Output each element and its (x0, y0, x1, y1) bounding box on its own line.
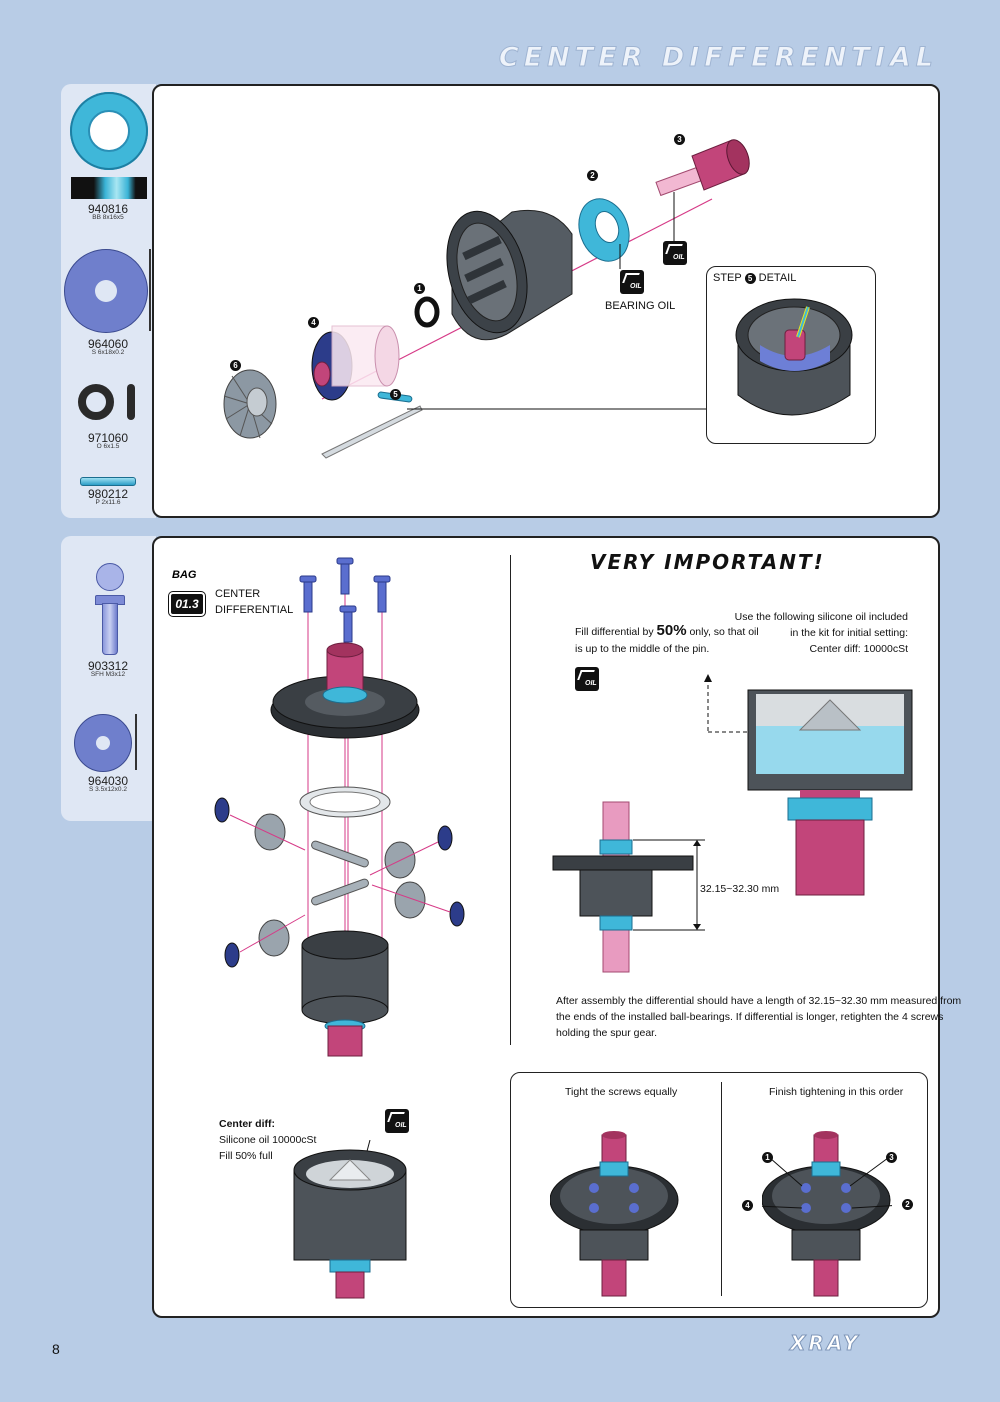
center-diff-line3: Fill 50% full (219, 1150, 273, 1162)
bearing-icon (578, 198, 630, 262)
part-desc: BB 8x16x5 (92, 214, 124, 221)
assembly-note-line2: the ends of the installed ball-bearings.… (556, 1011, 944, 1023)
assembly-note-line1: After assembly the differential should h… (556, 995, 962, 1007)
part-desc: S 3.5x12x0.2 (89, 786, 127, 793)
part-code: 980212 (87, 487, 129, 501)
bearing-side-icon (71, 177, 147, 199)
diff-case-icon (446, 209, 573, 341)
o-ring-side-icon (127, 384, 135, 420)
oil-bottle-icon: OIL (385, 1109, 409, 1133)
bag-label: BAG (172, 569, 197, 581)
hex-head-icon (96, 563, 124, 591)
pin-icon (80, 477, 136, 486)
detail-diff-case-icon (735, 298, 853, 416)
shim-side-icon (149, 249, 151, 331)
length-measure-diagram (552, 801, 705, 973)
gear-screws-order-icon (762, 1131, 892, 1297)
order-number: 2 (902, 1199, 913, 1210)
screw-shank-icon (102, 603, 118, 655)
part-code: 903312 (87, 659, 129, 673)
center-diff-title: Center diff: (219, 1118, 275, 1130)
part-desc: O 6x1.5 (96, 443, 120, 450)
column-divider (510, 555, 511, 1045)
center-diff-line2: Silicone oil 10000cSt (219, 1134, 317, 1146)
shim-icon (64, 249, 148, 333)
diff-exploded-diagram (214, 557, 465, 1057)
part-code: 940816 (87, 202, 129, 216)
outdrive-icon (655, 139, 750, 197)
order-number: 1 (762, 1152, 773, 1163)
step-detail-label: STEP 5 DETAIL (713, 272, 797, 284)
bearing-oil-label: BEARING OIL (605, 300, 676, 312)
shim-icon (74, 714, 132, 772)
part-code: 964030 (87, 774, 129, 788)
fill-instruction: Fill differential by 50% only, so that o… (575, 622, 759, 639)
filled-diff-case-icon (293, 1140, 407, 1299)
very-important-heading: VERY IMPORTANT! (590, 550, 825, 574)
silicone-line3: Center diff: 10000cSt (809, 643, 908, 655)
o-ring-icon (78, 384, 114, 420)
part-code: 971060 (87, 431, 129, 445)
fill-instruction-line2: is up to the middle of the pin. (575, 643, 710, 655)
silicone-line1: Use the following silicone oil included (734, 611, 908, 623)
tighten-right-title: Finish tightening in this order (769, 1086, 904, 1098)
part-code: 964060 (87, 337, 129, 351)
shim-side-icon (135, 714, 137, 770)
oil-bottle-icon: OIL (575, 667, 599, 691)
callout-number: 5 (744, 273, 756, 284)
callout-number: 1 (414, 283, 425, 294)
oil-bottle-icon: OIL (663, 241, 687, 265)
bearing-icon (70, 92, 148, 170)
callout-number: 3 (674, 134, 685, 145)
length-measurement: 32.15~32.30 mm (700, 883, 780, 895)
order-number: 3 (886, 1152, 897, 1163)
exploded-view-diagram (223, 139, 750, 459)
order-number: 4 (742, 1200, 753, 1211)
gear-screws-equal-icon (550, 1131, 679, 1297)
tighten-left-title: Tight the screws equally (565, 1086, 678, 1098)
page-title: CENTER DIFFERENTIAL (498, 42, 938, 74)
brand-logo: XRAY (790, 1331, 861, 1356)
callout-number: 2 (587, 170, 598, 181)
bevel-gear-icon (223, 369, 277, 439)
callout-number: 4 (308, 317, 319, 328)
assembly-note-line3: holding the spur gear. (556, 1027, 657, 1039)
part-desc: SFH M3x12 (90, 671, 126, 678)
silicone-line2: in the kit for initial setting: (790, 627, 908, 639)
tighten-divider (721, 1082, 722, 1296)
page-number: 8 (52, 1341, 60, 1357)
oil-level-diagram (704, 674, 913, 896)
part-desc: S 6x18x0.2 (91, 349, 125, 356)
bag-number-badge: 01.3 (169, 592, 205, 616)
callout-number: 5 (390, 389, 401, 400)
bag-title-line2: DIFFERENTIAL (215, 604, 294, 616)
callout-number: 6 (230, 360, 241, 371)
part-desc: P 2x11.6 (95, 499, 121, 506)
oil-bottle-icon: OIL (620, 270, 644, 294)
bag-title-line1: CENTER (215, 588, 261, 600)
